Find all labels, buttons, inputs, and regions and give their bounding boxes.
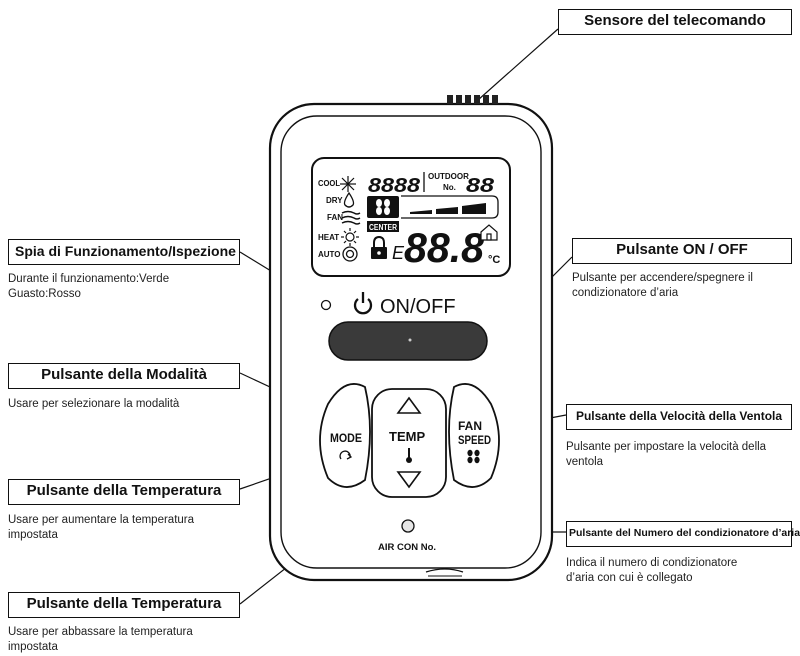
lcd-fan-box: [367, 196, 399, 218]
desc-fan-speed: Pulsante per impostare la velocità della…: [566, 441, 767, 468]
sensor-window: [447, 95, 498, 104]
callout-aircon-no: Pulsante del Numero del condizionatore d…: [566, 521, 800, 547]
callout-temp-up: Pulsante della Temperatura: [8, 479, 240, 505]
callout-mode: Pulsante della Modalità: [8, 363, 240, 389]
temp-up-arrow-icon[interactable]: [396, 396, 422, 414]
lock-icon: [371, 235, 387, 259]
fan-icon: [376, 199, 390, 215]
lcd-center-box: [367, 221, 399, 232]
indicator-lamp: [320, 299, 332, 311]
lcd-main-digits: 88.8: [404, 224, 485, 271]
callout-fan-speed: Pulsante della Velocità della Ventola: [566, 404, 792, 430]
onoff-button[interactable]: [328, 321, 488, 361]
lcd-mode-fan: FAN: [327, 213, 343, 222]
sun-icon: [341, 228, 359, 246]
temp-button[interactable]: [371, 388, 447, 498]
bottom-slot: [425, 568, 464, 573]
callout-temp-down: Pulsante della Temperatura: [8, 592, 240, 618]
power-icon: [353, 292, 373, 315]
thermometer-icon: [406, 448, 412, 463]
cycle-icon: [339, 450, 353, 460]
lcd-speed-frame: [401, 195, 499, 219]
lcd-mode-heat: HEAT: [318, 233, 339, 242]
callout-sensor: Sensore del telecomando: [558, 9, 792, 35]
lcd-mode-dry: DRY: [326, 196, 343, 205]
lcd-outdoor-digits: 88: [466, 175, 495, 197]
aircon-no-button[interactable]: [401, 519, 415, 533]
auto-cycle-icon: [342, 246, 358, 262]
lcd-mode-cool: COOL: [318, 179, 340, 188]
lcd-top-digits: 8888: [368, 175, 421, 197]
desc-indicator: Durante il funzionamento:Verde Guasto:Ro…: [8, 273, 170, 300]
lcd-mode-auto: AUTO: [318, 250, 341, 259]
fan-speed-bars: [410, 203, 486, 214]
fan-small-icon: [467, 449, 480, 464]
callout-indicator: Spia di Funzionamento/Ispezione: [8, 239, 240, 265]
desc-temp-down: Usare per abbassare la temperatura impos…: [8, 626, 193, 653]
speed-label: SPEED: [458, 433, 491, 447]
snowflake-icon: [340, 176, 356, 192]
desc-temp-up: Usare per aumentare la temperatura impos…: [8, 514, 195, 541]
desc-onoff: Pulsante per accendere/spegnere il condi…: [572, 272, 753, 299]
lcd-error-prefix: E: [392, 243, 405, 263]
temp-label: TEMP: [389, 429, 425, 444]
mode-button[interactable]: [319, 383, 371, 488]
temp-down-arrow-icon[interactable]: [396, 471, 422, 489]
lcd-unit: °C: [488, 254, 500, 266]
desc-mode: Usare per selezionare la modalità: [8, 398, 180, 410]
droplet-icon: [343, 191, 355, 208]
lcd-outdoor-no-label: No.: [443, 183, 456, 192]
onoff-label: ON/OFF: [380, 296, 456, 318]
mode-label: MODE: [330, 431, 362, 445]
house-icon: [480, 224, 498, 241]
lcd-center-label: CENTER: [369, 223, 397, 232]
desc-aircon-no: Indica il numero di condizionatore d’ari…: [566, 557, 738, 584]
lcd-frame: [311, 157, 511, 277]
callout-onoff: Pulsante ON / OFF: [572, 238, 792, 264]
fan-speed-button[interactable]: [448, 383, 500, 488]
leader-sensor: [477, 28, 559, 101]
wind-icon: [341, 210, 361, 225]
lcd-outdoor-label: OUTDOOR: [428, 172, 469, 181]
fan-label: FAN: [458, 419, 482, 433]
lcd-display: COOL DRY FAN HEAT AUTO 8888: [311, 157, 511, 277]
aircon-no-label: AIR CON No.: [378, 542, 436, 553]
